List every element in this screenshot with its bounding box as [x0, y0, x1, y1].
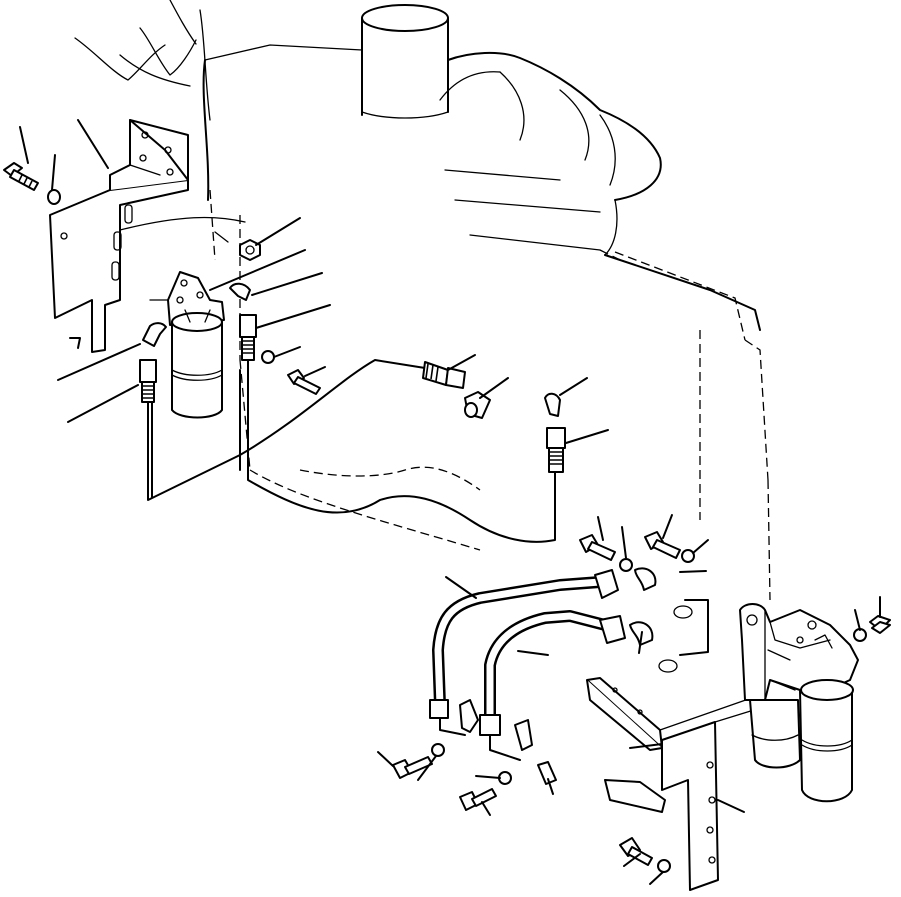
oil-filter-right-icon	[739, 603, 859, 803]
pipe-lines-icon	[147, 359, 556, 543]
bolt-center-icon	[287, 369, 321, 395]
bolt-flange-2-icon	[644, 531, 681, 559]
clip-lower-icon	[537, 761, 557, 785]
adapter-fitting-icon	[422, 361, 466, 389]
elbow-fitting-right-icon	[544, 392, 561, 417]
washer-bracket-right-icon	[657, 859, 671, 873]
mounting-bracket-right-icon	[586, 677, 791, 891]
washer-flange-2-icon	[681, 549, 695, 563]
bolt-lower-1-icon	[392, 756, 433, 779]
washer-center-icon	[261, 350, 275, 364]
mounting-bracket-left-icon	[49, 119, 246, 353]
bolt-left-top-icon	[3, 162, 39, 191]
washer-lower-1-icon	[431, 743, 445, 757]
elbow-fitting-left-icon	[142, 322, 167, 347]
washer-flange-1-icon	[619, 558, 633, 572]
bolt-hole-marks	[214, 231, 229, 243]
washer-left-top-icon	[47, 189, 61, 205]
o-ring-2-icon	[658, 659, 678, 673]
nut-left-icon	[239, 239, 261, 261]
elbow-fitting-center-icon	[229, 282, 251, 301]
callout-leader-lines	[19, 119, 881, 885]
elbow-fitting-mid-icon	[464, 391, 491, 419]
hose-end-center-icon	[239, 314, 257, 361]
oil-filter-left-icon	[167, 271, 225, 419]
hose-end-left-icon	[139, 359, 157, 403]
hose-end-right-icon	[546, 427, 566, 473]
bolt-bracket-right-icon	[619, 837, 653, 866]
bolt-filter-right-icon	[869, 615, 891, 634]
bolt-flange-1-icon	[579, 534, 616, 561]
bolt-lower-2-icon	[459, 788, 497, 811]
hose-assembly-icon	[429, 569, 626, 761]
o-ring-1-icon	[673, 605, 693, 619]
